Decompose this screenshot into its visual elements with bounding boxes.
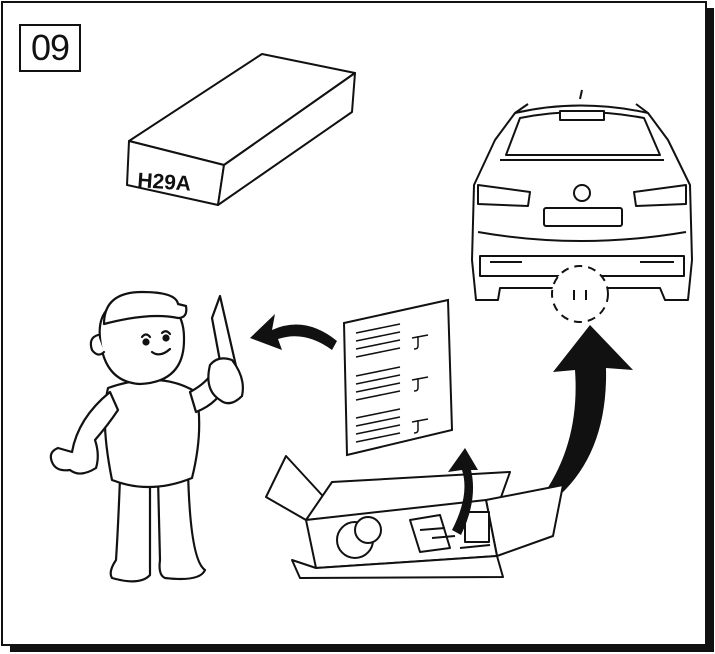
kit-box-label: H29A	[137, 169, 192, 196]
step-number: 09	[31, 27, 69, 69]
step-number-box: 09	[19, 24, 81, 72]
tow-hitch-location-icon	[552, 266, 608, 322]
instruction-sheet-icon	[344, 300, 452, 455]
